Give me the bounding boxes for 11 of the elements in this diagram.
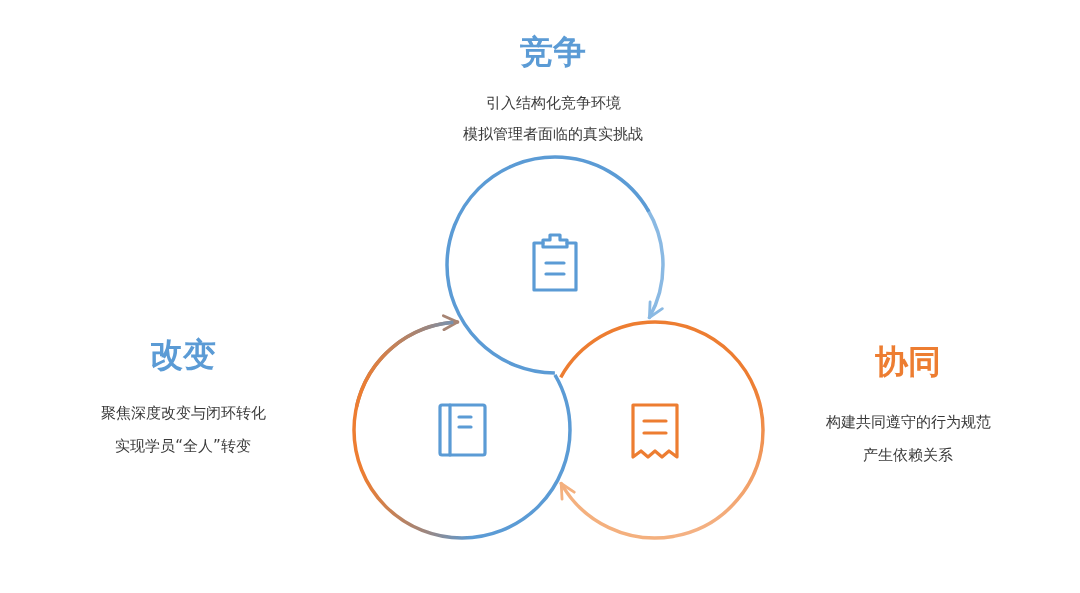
ring-circle: [352, 320, 572, 540]
heading: 竞争: [519, 32, 587, 72]
description-text: 模拟管理者面临的真实挑战: [462, 124, 644, 144]
description-text: 实现学员“全人”转变: [114, 436, 252, 456]
heading: 改变: [149, 335, 217, 375]
arrow: [559, 481, 675, 540]
description-text: 构建共同遵守的行为规范: [824, 412, 992, 432]
description-text: 聚焦深度改变与闭环转化: [99, 403, 267, 423]
description-text: 产生依赖关系: [862, 445, 954, 465]
heading: 协同: [874, 342, 942, 382]
description-text: 引入结构化竞争环境: [484, 93, 622, 113]
